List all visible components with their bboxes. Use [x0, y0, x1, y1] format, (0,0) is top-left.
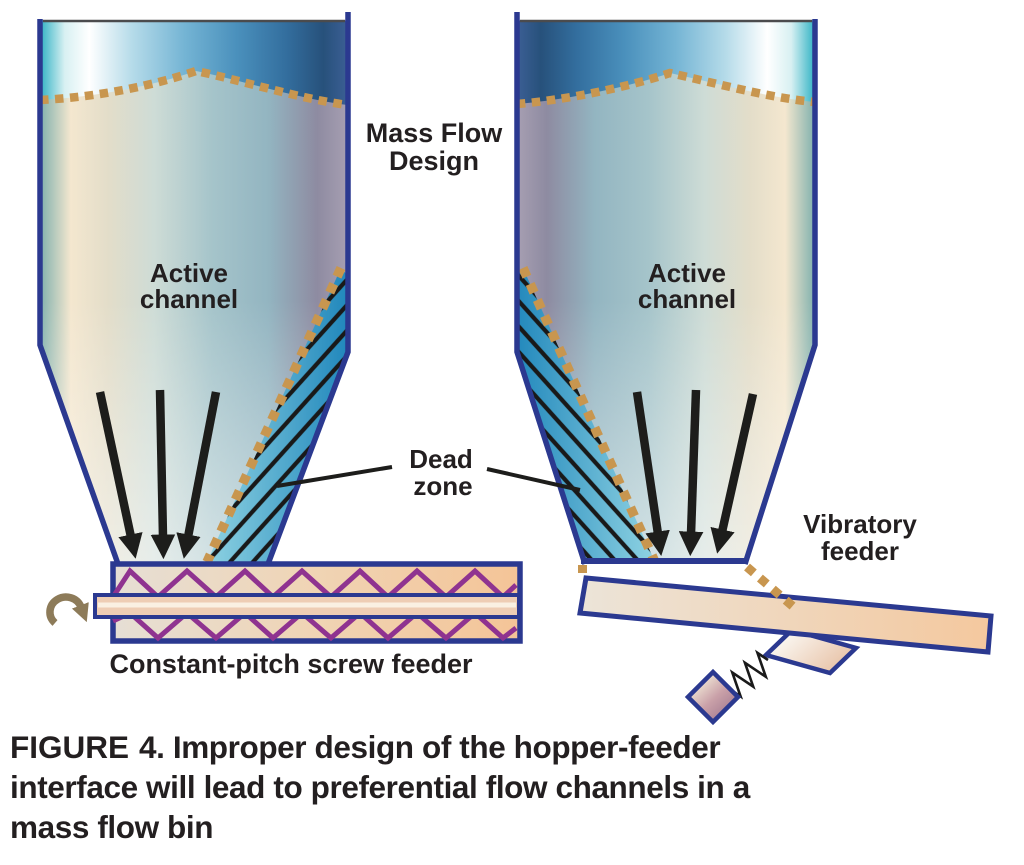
screw-flights-bottom: [111, 609, 518, 642]
rotation-arrow-icon: [46, 593, 89, 626]
dead-zone-callout: Dead zone: [276, 444, 581, 501]
caption-line3: mass flow bin: [10, 809, 214, 845]
mass-flow-design-label-line1: Mass Flow: [366, 118, 504, 148]
right-hopper-walls: [514, 12, 818, 565]
caption-line1-text: 4. Improper design of the hopper-feeder: [139, 729, 721, 765]
right-hopper-headspace: [517, 21, 815, 104]
flow-arrow: [678, 389, 704, 557]
active-channel-label-left-line2: channel: [140, 284, 238, 314]
dead-zone-right: [517, 266, 660, 564]
active-channel-label-right-line1: Active: [648, 258, 726, 288]
flow-arrow: [176, 391, 221, 559]
flow-arrow: [95, 391, 143, 559]
screw-flights-top: [110, 567, 518, 601]
flow-arrow: [150, 389, 176, 560]
right-hopper: Active channel: [514, 12, 818, 565]
left-hopper-headspace: [40, 21, 348, 105]
dead-zone-left-boundary-dashed: [202, 266, 346, 564]
flow-arrows-left: [95, 389, 221, 560]
feeder-tray: [577, 575, 994, 655]
dead-zone-right-boundary-dashed: [518, 266, 660, 564]
active-channel-label-left-line1: Active: [150, 258, 228, 288]
left-hopper: Active channel: [37, 12, 351, 565]
screw-feeder-label: Constant-pitch screw feeder: [109, 649, 473, 679]
left-hopper-walls: [37, 12, 351, 565]
vibratory-feeder: Vibratory feeder: [577, 509, 994, 726]
dead-zone-boundary-continuation-dashed: [744, 563, 799, 613]
vibratory-feeder-label-line2: feeder: [821, 536, 899, 566]
dead-zone-label-line2: zone: [413, 471, 472, 501]
flow-arrow: [632, 391, 670, 556]
mass-flow-design-label-line2: Design: [389, 146, 479, 176]
leader-line-right: [486, 467, 581, 492]
flow-arrows-right: [632, 389, 758, 557]
flow-arrow: [710, 393, 758, 554]
caption-figure-tag: FIGURE: [10, 729, 130, 765]
gold-dash-outlet-corner: [578, 565, 587, 573]
support-arm: [761, 627, 861, 676]
dead-zone-left: [202, 266, 348, 564]
active-channel-label-right-line2: channel: [638, 284, 736, 314]
leader-line-left: [276, 465, 393, 488]
vibratory-feeder-label-line1: Vibratory: [803, 509, 917, 539]
caption-line2: interface will lead to preferential flow…: [10, 769, 750, 805]
dead-zone-label-line1: Dead: [409, 444, 473, 474]
vibrator-motor: [684, 668, 742, 726]
material-surface-right-dashed: [516, 68, 816, 109]
screw-feeder: Constant-pitch screw feeder: [46, 561, 523, 679]
